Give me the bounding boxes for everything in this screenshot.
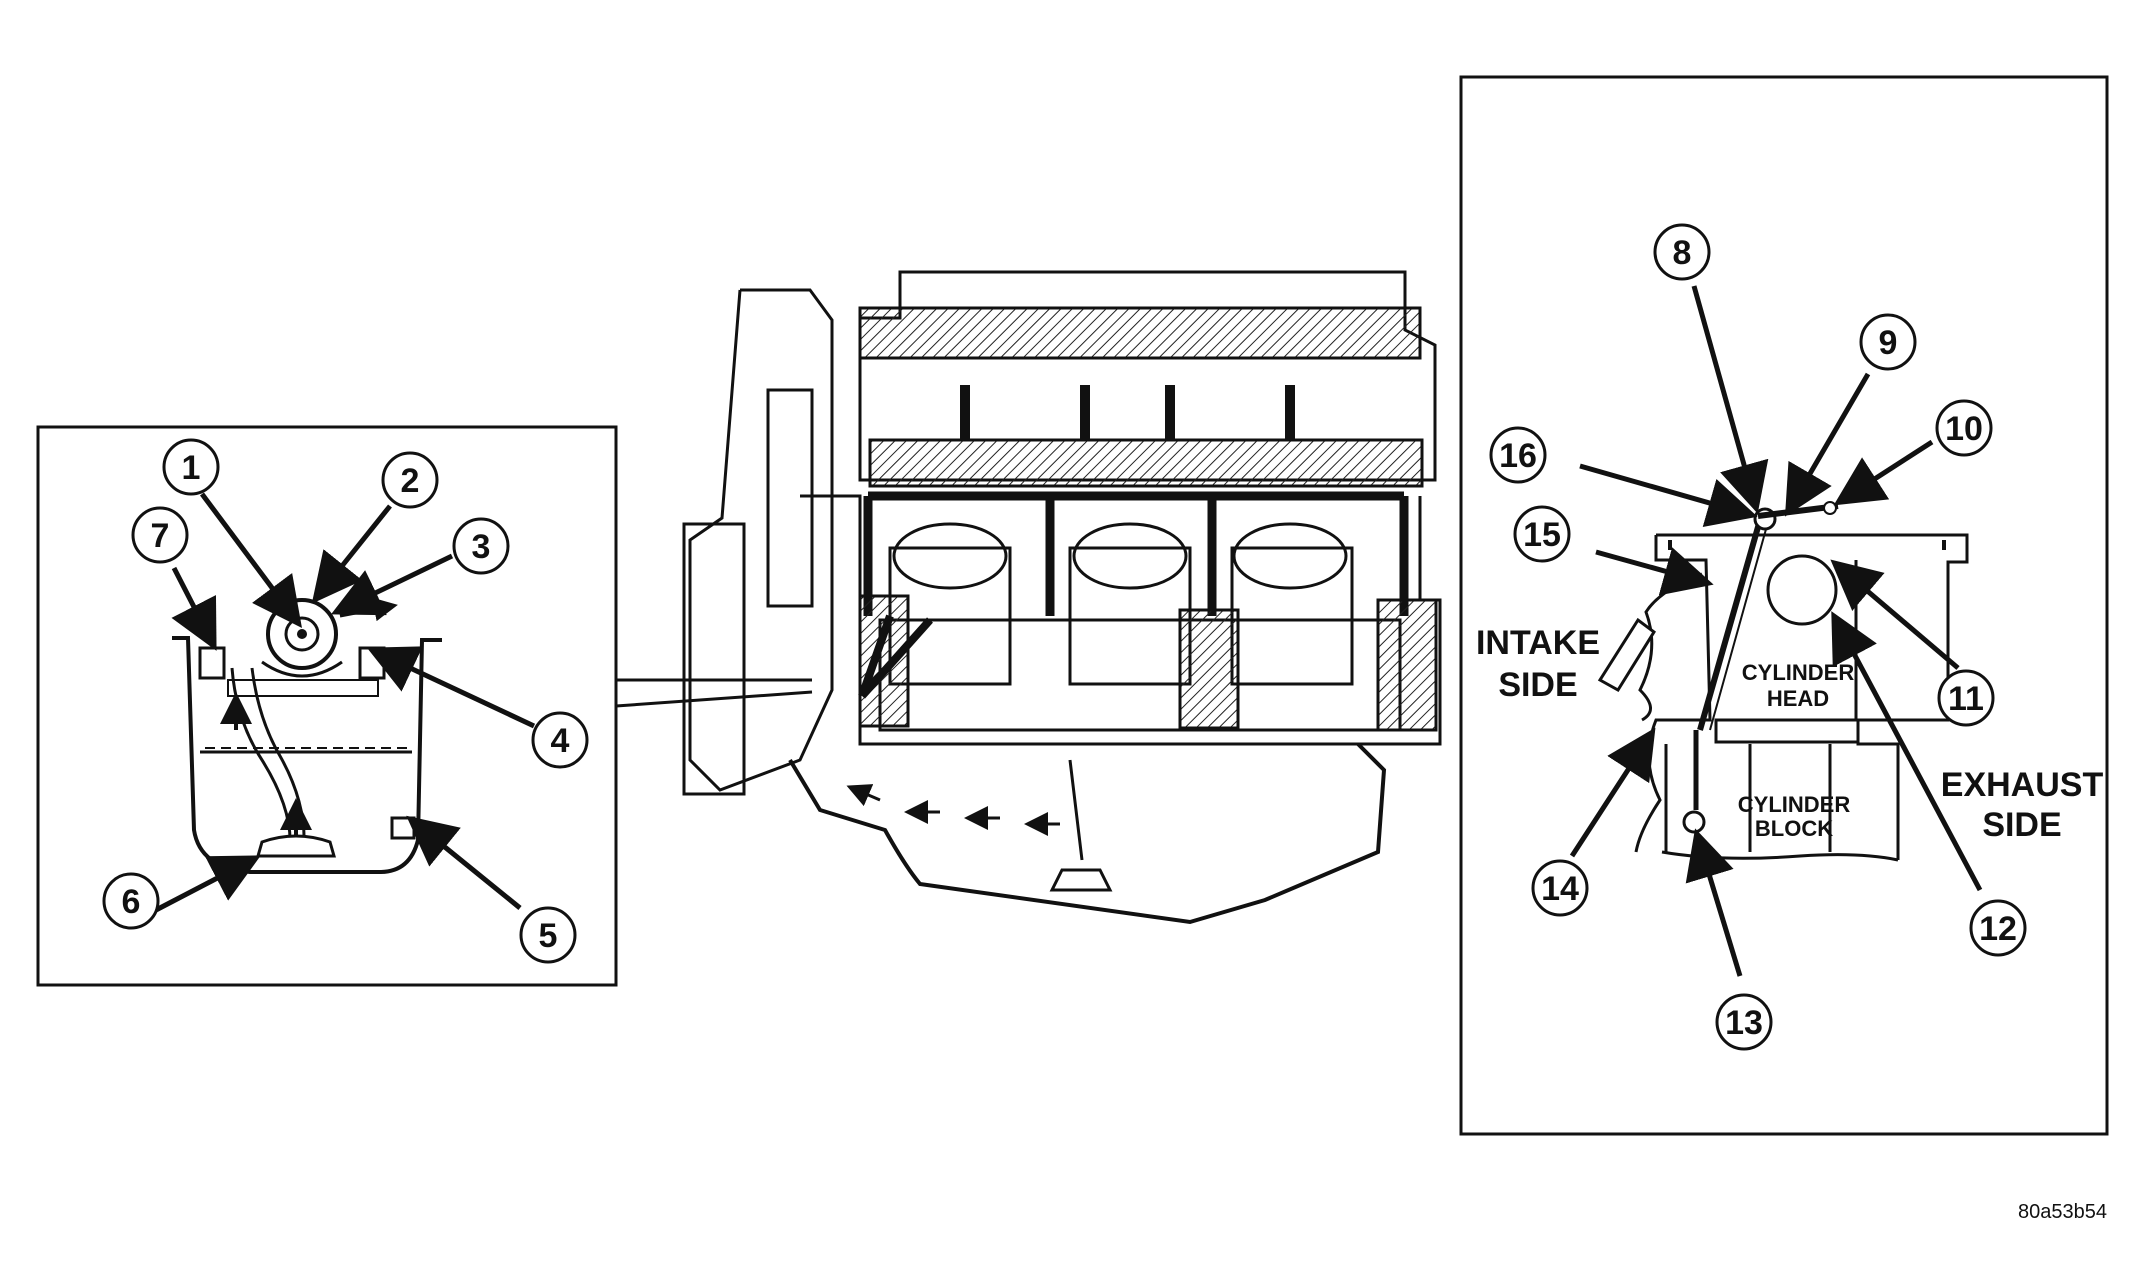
callout-12: 12: [1969, 899, 2027, 957]
callout-15: 15: [1513, 505, 1571, 563]
cylinder-head-line2: HEAD: [1767, 686, 1829, 711]
callout-1: 1: [162, 438, 220, 496]
callout-10: 10: [1935, 399, 1993, 457]
main-oil-pan: [788, 742, 1387, 925]
callout-2: 2: [381, 451, 439, 509]
callout-6: 6: [102, 872, 160, 930]
callout-7: 7: [131, 506, 189, 564]
callout-6-text: 6: [122, 883, 141, 921]
cylinder-head-line1: CYLINDER: [1742, 660, 1855, 685]
callout-5-text: 5: [539, 917, 558, 955]
main-oil-gallery: [863, 491, 1409, 616]
callout-11: 11: [1937, 669, 1995, 727]
intake-side-line1: INTAKE: [1476, 624, 1600, 662]
callout-4: 4: [531, 711, 589, 769]
callout-15-text: 15: [1523, 516, 1561, 554]
oil-pickup-tube: [230, 667, 306, 847]
exhaust-side-line2: SIDE: [1982, 806, 2061, 844]
engine-cutaway: [682, 270, 1442, 925]
cylinder-block-line1: CYLINDER: [1738, 792, 1851, 817]
callout-13: 13: [1715, 993, 1773, 1051]
callout-9: 9: [1859, 313, 1917, 371]
callout-5: 5: [519, 906, 577, 964]
callout-12-text: 12: [1979, 910, 2017, 948]
callout-16: 16: [1489, 426, 1547, 484]
pushrod: [1697, 519, 1763, 731]
lifter: [1682, 810, 1706, 834]
inset-frame-right: [1459, 75, 2109, 1136]
intake-side-line2: SIDE: [1498, 666, 1577, 704]
callout-14-text: 14: [1541, 870, 1579, 908]
exhaust-port: [1766, 554, 1838, 626]
callout-2-text: 2: [401, 462, 420, 500]
cylinder-head-inset: [1459, 75, 2109, 1136]
figure-code: 80a53b54: [2018, 1201, 2107, 1223]
oil-pump-inset: [36, 425, 618, 987]
callout-4-text: 4: [551, 722, 570, 760]
exhaust-side-line1: EXHAUST: [1941, 766, 2104, 804]
cylinder-block-line2: BLOCK: [1755, 816, 1833, 841]
callout-10-text: 10: [1945, 410, 1983, 448]
callout-8: 8: [1653, 223, 1711, 281]
callout-14: 14: [1531, 859, 1589, 917]
callout-9-text: 9: [1879, 324, 1898, 362]
callout-8-text: 8: [1673, 234, 1692, 272]
callout-3-text: 3: [472, 528, 491, 566]
callout-3: 3: [452, 517, 510, 575]
callout-16-text: 16: [1499, 437, 1537, 475]
callout-7-text: 7: [151, 517, 170, 555]
callout-13-text: 13: [1725, 1004, 1763, 1042]
callout-1-text: 1: [182, 449, 201, 487]
callout-11-text: 11: [1948, 680, 1984, 718]
